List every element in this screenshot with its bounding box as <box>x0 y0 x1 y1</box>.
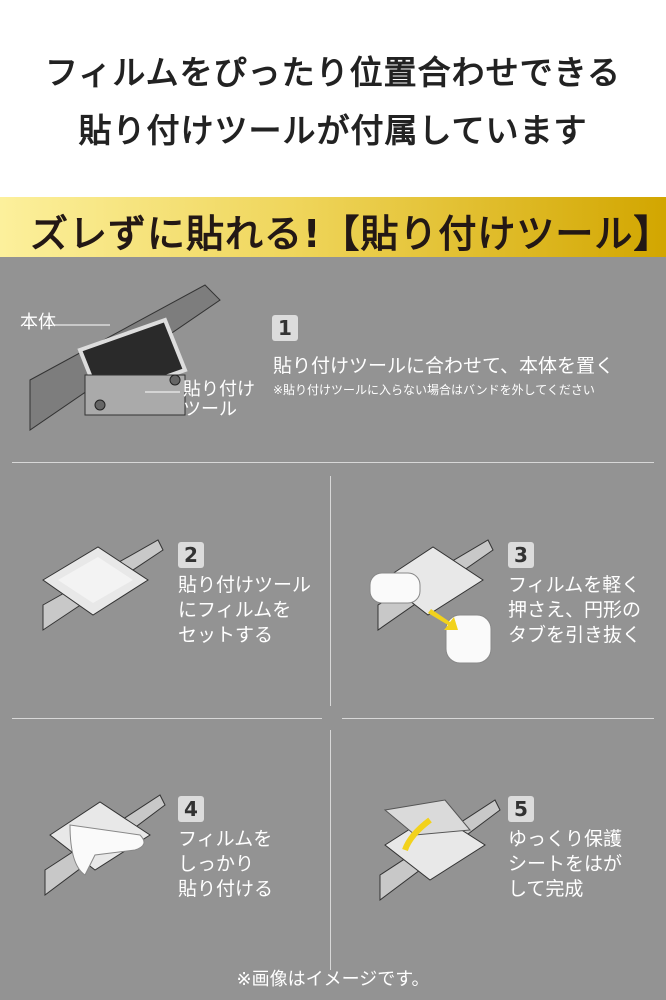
step2-number: 2 <box>178 542 204 568</box>
step1-note: ※貼り付けツールに入らない場合はバンドを外してください <box>273 383 595 397</box>
label-tool: 貼り付け ツール <box>183 379 255 420</box>
step2-text: 貼り付けツール にフィルムを セットする <box>178 574 312 646</box>
step4-text: フィルムを しっかり 貼り付ける <box>178 828 274 900</box>
banner-title: ズレずに貼れる!【貼り付けツール】 <box>30 212 666 256</box>
header: フィルムをぴったり位置合わせできる 貼り付けツールが付属しています <box>0 0 666 197</box>
footer-note: ※画像はイメージです。 <box>236 969 430 990</box>
divider <box>12 718 322 719</box>
step3-text: フィルムを軽く 押さえ、円形の タブを引き抜く <box>508 574 642 646</box>
step4-number: 4 <box>178 796 204 822</box>
step1-number: 1 <box>272 315 298 341</box>
divider <box>12 462 654 463</box>
step5-text: ゆっくり保護 シートをはが して完成 <box>508 828 623 900</box>
headline-line1: フィルムをぴったり位置合わせできる <box>44 53 622 92</box>
step3-illustration <box>369 539 494 664</box>
banner: ズレずに貼れる!【貼り付けツール】 <box>0 197 666 257</box>
step5-illustration <box>379 799 501 901</box>
divider <box>342 718 654 719</box>
step1-text: 貼り付けツールに合わせて、本体を置く <box>273 355 615 377</box>
divider <box>330 476 331 706</box>
label-body: 本体 <box>20 312 56 333</box>
divider <box>330 730 331 970</box>
headline-line2: 貼り付けツールが付属しています <box>78 111 588 150</box>
step5-number: 5 <box>508 796 534 822</box>
step3-number: 3 <box>508 542 534 568</box>
step4-illustration <box>44 794 166 896</box>
step1-illustration <box>29 284 221 431</box>
step2-illustration <box>42 539 164 631</box>
